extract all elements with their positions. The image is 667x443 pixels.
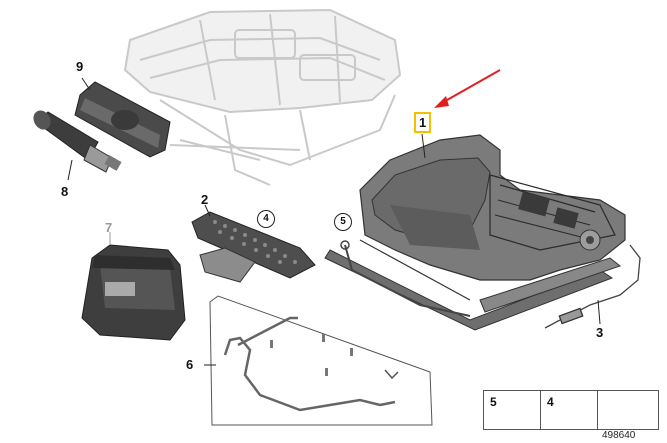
fastener-legend: 5 4	[483, 390, 659, 430]
legend-cell-4: 4	[541, 391, 598, 429]
part-6-bracket-kit	[204, 295, 433, 426]
part-8-cylinder	[33, 110, 122, 181]
callout-3: 3	[596, 325, 604, 340]
part-9-housing	[74, 77, 171, 158]
legend-cell-5: 5	[484, 391, 541, 429]
callout-2: 2	[201, 192, 209, 207]
part-3-cable	[544, 244, 641, 329]
callout-5-circled: 5	[334, 213, 352, 231]
ghost-seat-frame	[123, 8, 402, 186]
legend-number-5: 5	[490, 395, 497, 409]
legend-number-4: 4	[547, 395, 554, 409]
part-5-rod	[340, 240, 471, 317]
part-7-cover	[81, 232, 186, 341]
callout-4-circled: 4	[257, 210, 275, 228]
part-2-grid-plate	[191, 204, 316, 283]
callout-6: 6	[186, 357, 194, 372]
part-1-seat-frame	[324, 133, 626, 331]
callout-8: 8	[61, 184, 69, 199]
callout-7: 7	[105, 220, 113, 235]
drawing-number: 498640	[602, 430, 636, 441]
callout-9: 9	[76, 59, 84, 74]
callout-1: 1	[414, 112, 432, 133]
red-pointer-arrow-icon	[434, 69, 501, 108]
